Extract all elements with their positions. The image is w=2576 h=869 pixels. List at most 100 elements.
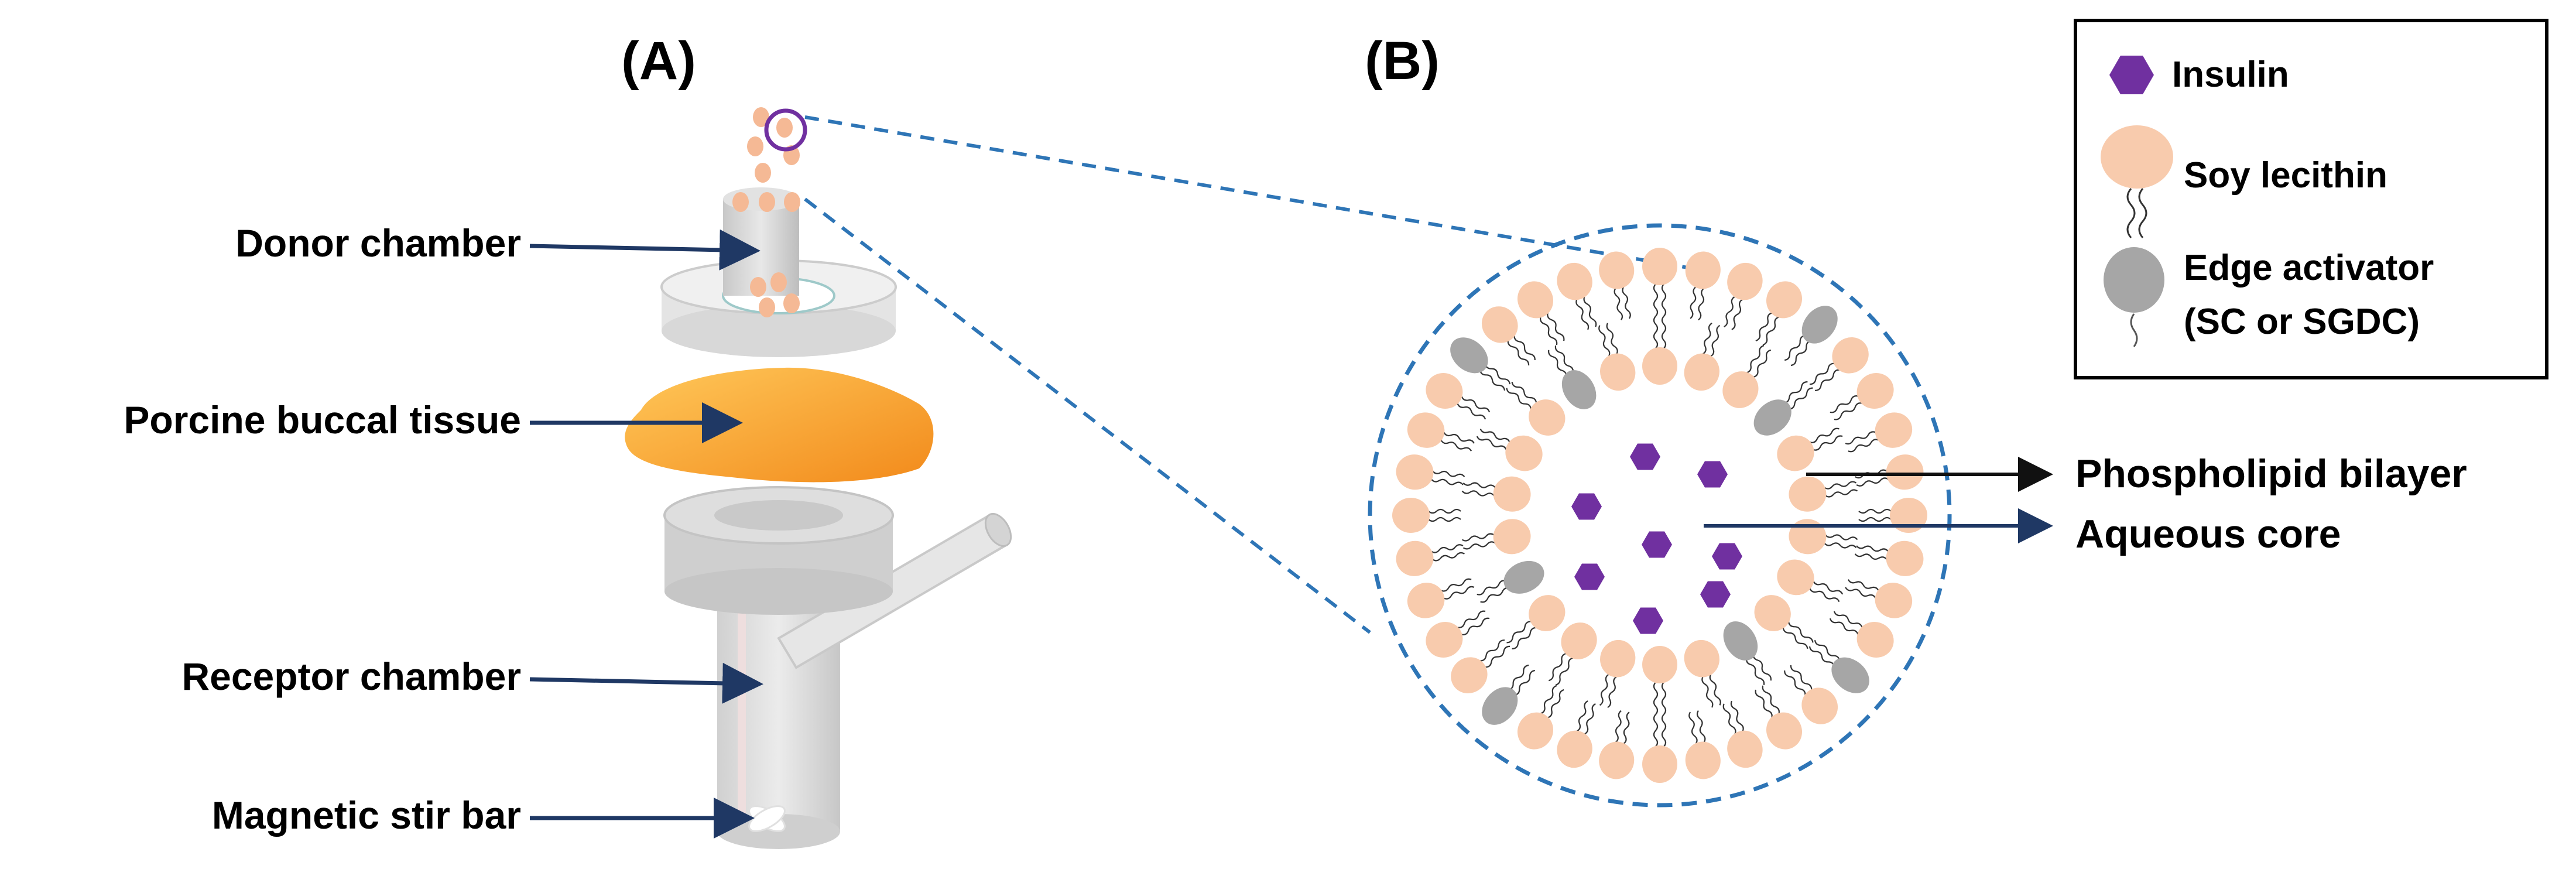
inner-lipid-tail	[1606, 323, 1618, 355]
outer-lipid-tail	[1479, 639, 1505, 662]
outer-lipid-tail	[1808, 646, 1835, 668]
soy-lecithin-molecule	[1493, 519, 1531, 555]
soy-lecithin-molecule	[1517, 712, 1554, 750]
soy-lecithin-molecule	[1426, 621, 1463, 658]
soy-lecithin-molecule	[1777, 435, 1814, 471]
outer-lipid-tail	[1457, 403, 1486, 420]
outer-lipid-tail	[1829, 618, 1859, 635]
outer-lipid-tail	[1784, 670, 1806, 696]
soy-lecithin-molecule	[1684, 639, 1719, 678]
label-aqueous-core: Aqueous core	[2075, 512, 2341, 556]
outer-lipid-tail	[1513, 335, 1536, 361]
soy-lecithin-molecule	[1727, 262, 1763, 300]
panel-a-label: (A)	[621, 31, 696, 91]
inner-lipid-tail	[1825, 489, 1858, 498]
panel-b-label: (B)	[1365, 31, 1440, 91]
soy-lecithin-molecule	[1557, 262, 1592, 300]
label-buccal-tissue: Porcine buccal tissue	[124, 398, 521, 442]
arrow-donor-chamber	[529, 229, 761, 271]
inner-lipid-tail	[1661, 682, 1667, 715]
insulin-molecule	[1630, 443, 1660, 470]
insulin-icon	[2109, 56, 2154, 94]
outer-lipid-tail	[1461, 617, 1490, 635]
soy-lecithin-molecule	[1529, 399, 1566, 436]
outer-lipid-tail	[1858, 508, 1892, 514]
outer-lipid-tail	[1661, 283, 1667, 317]
vesicle-dashed-outline	[1368, 223, 1952, 808]
inner-lipid-tail	[1477, 580, 1507, 596]
soy-lecithin-molecule	[1600, 639, 1636, 678]
inner-lipid-tail	[1480, 587, 1510, 603]
inner-lipid-tail	[1512, 627, 1537, 650]
outer-lipid-tail	[1432, 552, 1465, 562]
soy-lecithin-molecule	[1642, 347, 1677, 385]
soy-lecithin-molecule	[1561, 622, 1597, 659]
insulin-molecule	[1571, 493, 1602, 520]
outer-lipid-tail	[1428, 508, 1461, 514]
outer-lipid-tail	[1847, 579, 1879, 591]
outer-lipid-tail	[1730, 700, 1744, 732]
soy-lecithin-icon	[2101, 125, 2173, 189]
soy-lecithin-molecule	[1777, 559, 1814, 596]
inner-lipid-tail	[1461, 533, 1495, 542]
outer-lipid-tail	[1583, 296, 1597, 327]
edge-activator-molecule	[1482, 687, 1518, 725]
outer-lipid-tail	[1762, 685, 1780, 714]
outer-lipid-tail	[1461, 395, 1491, 413]
outer-lipid-tail	[1722, 703, 1736, 734]
donor-flange	[660, 259, 897, 357]
magnifier-circle	[764, 108, 807, 152]
outer-lipid-tail	[1432, 470, 1465, 477]
arrow-receptor-chamber	[529, 662, 763, 704]
outer-lipid-tail	[1540, 685, 1557, 714]
soy-lecithin-molecule	[1832, 337, 1869, 374]
inner-lipid-tail	[1701, 676, 1714, 708]
outer-lipid-tail	[1514, 669, 1536, 696]
outer-lipid-tail	[1547, 313, 1565, 341]
outer-lipid-tail	[1622, 286, 1631, 319]
soy-lecithin-molecule	[1685, 251, 1721, 289]
outer-lipid-tail	[1661, 714, 1667, 747]
inner-lipid-tail	[1745, 658, 1765, 685]
outer-lipid-tail	[1790, 665, 1813, 690]
soy-lecithin-molecule	[1407, 412, 1445, 448]
apparatus-labels: Donor chamber Porcine buccal tissue Rece…	[124, 221, 763, 839]
soy-lecithin-molecule	[1789, 476, 1827, 512]
outer-lipid-tail	[1576, 700, 1588, 732]
inner-lipid-tail	[1462, 541, 1496, 550]
inner-lipid-tail	[1782, 627, 1808, 649]
soy-lecithin-molecule	[1517, 281, 1554, 319]
soy-lecithin-molecule	[1856, 372, 1894, 409]
outer-lipid-tail	[1441, 578, 1472, 592]
insulin-molecule	[1697, 461, 1728, 488]
inner-lipid-tail	[1809, 588, 1840, 603]
outer-lipid-tail	[1755, 312, 1772, 342]
soy-lecithin-molecule	[1722, 371, 1759, 408]
edge-activator-tail-icon	[2130, 313, 2138, 347]
outer-lipid-tail	[1484, 363, 1511, 385]
soy-lecithin-molecule	[1529, 595, 1566, 631]
soy-lecithin-molecule	[1451, 657, 1488, 694]
edge-activator-icon	[2104, 247, 2164, 313]
outer-lipid-tail	[1508, 664, 1529, 691]
outer-lipid-tail	[1584, 703, 1596, 735]
inner-lipid-tail	[1479, 428, 1510, 443]
outer-lipid-tail	[1575, 299, 1590, 330]
outer-lipid-tail	[1755, 689, 1773, 718]
franz-cell	[625, 107, 1012, 849]
outer-lipid-tail	[1696, 710, 1706, 743]
soy-lecithin-molecule	[1875, 583, 1913, 618]
outer-lipid-tail	[1623, 711, 1630, 745]
soy-lecithin-molecule	[1685, 741, 1721, 779]
inner-lipid-tail	[1548, 652, 1567, 682]
outer-lipid-tail	[1614, 288, 1623, 320]
inner-lipid-tail	[1710, 324, 1721, 357]
soy-lecithin-molecule	[1599, 741, 1635, 779]
edge-activator-molecule	[1561, 370, 1597, 409]
outer-lipid-tail	[1485, 645, 1510, 668]
inner-lipid-tail	[1813, 435, 1843, 451]
legend-insulin: Insulin	[2172, 54, 2289, 95]
label-stir-bar: Magnetic stir bar	[212, 793, 521, 837]
inner-lipid-tail	[1511, 381, 1537, 403]
soy-lecithin-molecule	[1886, 454, 1924, 490]
